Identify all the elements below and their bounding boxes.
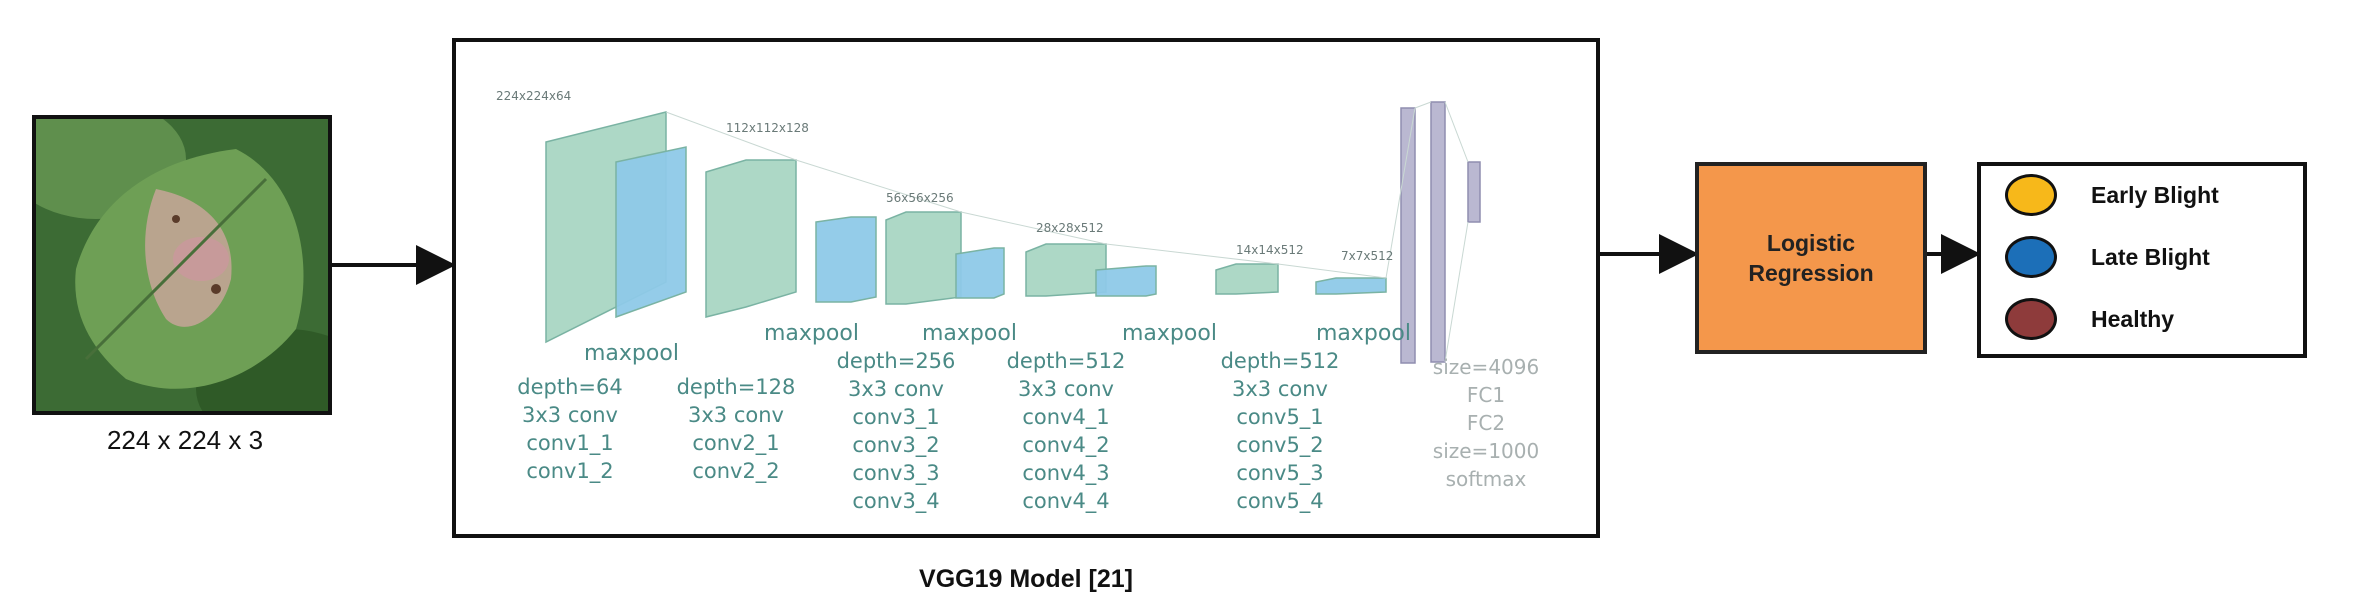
late-blight-dot xyxy=(2005,236,2057,278)
legend-label: Late Blight xyxy=(2091,243,2210,270)
svg-text:conv4_3: conv4_3 xyxy=(1022,461,1109,486)
logistic-regression-box: Logistic Regression xyxy=(1695,162,1927,354)
block4-labels: depth=512 3x3 conv conv4_1 conv4_2 conv4… xyxy=(1007,349,1126,514)
input-leaf-image xyxy=(32,115,332,415)
dim-label-3: 56x56x256 xyxy=(886,191,954,205)
block3-labels: depth=256 3x3 conv conv3_1 conv3_2 conv3… xyxy=(837,349,956,514)
conv4-layer-b xyxy=(1025,243,1107,297)
dim-label-5: 14x14x512 xyxy=(1236,243,1304,257)
block2-labels: depth=128 3x3 conv conv2_1 conv2_2 xyxy=(677,375,796,484)
svg-text:conv3_4: conv3_4 xyxy=(852,489,939,514)
svg-text:conv4_2: conv4_2 xyxy=(1022,433,1109,458)
svg-text:conv2_2: conv2_2 xyxy=(692,459,779,484)
softmax-layer xyxy=(1467,161,1481,223)
svg-text:conv4_1: conv4_1 xyxy=(1022,405,1109,430)
svg-text:size=4096: size=4096 xyxy=(1433,355,1539,379)
maxpool-label-3: maxpool xyxy=(922,321,1017,346)
svg-text:3x3 conv: 3x3 conv xyxy=(522,403,618,427)
maxpool-label-1: maxpool xyxy=(584,341,679,366)
dim-label-4: 28x28x512 xyxy=(1036,221,1104,235)
svg-text:depth=512: depth=512 xyxy=(1221,349,1340,373)
svg-text:conv5_1: conv5_1 xyxy=(1236,405,1323,430)
conv5-layer-b xyxy=(1215,263,1279,295)
block5-labels: depth=512 3x3 conv conv5_1 conv5_2 conv5… xyxy=(1221,349,1340,514)
fc2-layer xyxy=(1430,101,1446,363)
svg-text:3x3 conv: 3x3 conv xyxy=(848,377,944,401)
svg-text:softmax: softmax xyxy=(1446,467,1527,491)
svg-text:conv1_2: conv1_2 xyxy=(526,459,613,484)
conv3-layer-b xyxy=(885,211,962,305)
svg-text:conv3_2: conv3_2 xyxy=(852,433,939,458)
pool5-layer xyxy=(1315,277,1387,295)
conv5-layer-a xyxy=(1095,265,1157,297)
vgg19-architecture: 224x224x64 112x112x128 56x56x256 28x28x5… xyxy=(496,89,1539,514)
svg-text:size=1000: size=1000 xyxy=(1433,439,1539,463)
svg-text:3x3 conv: 3x3 conv xyxy=(1018,377,1114,401)
logistic-regression-label: Logistic Regression xyxy=(1748,230,1874,286)
legend-item-early-blight: Early Blight xyxy=(1981,170,2303,220)
vgg19-caption: VGG19 Model [21] xyxy=(919,565,1133,593)
svg-text:FC2: FC2 xyxy=(1467,411,1505,435)
svg-text:conv5_3: conv5_3 xyxy=(1236,461,1323,486)
legend-item-late-blight: Late Blight xyxy=(1981,232,2303,282)
layer-connectors xyxy=(665,101,1469,363)
conv4-layer-a xyxy=(955,247,1005,299)
svg-text:conv5_2: conv5_2 xyxy=(1236,433,1323,458)
maxpool-label-5: maxpool xyxy=(1316,321,1411,346)
svg-text:conv3_1: conv3_1 xyxy=(852,405,939,430)
svg-text:depth=128: depth=128 xyxy=(677,375,796,399)
svg-text:depth=512: depth=512 xyxy=(1007,349,1126,373)
svg-text:FC1: FC1 xyxy=(1467,383,1505,407)
early-blight-dot xyxy=(2005,174,2057,216)
maxpool-label-4: maxpool xyxy=(1122,321,1217,346)
dim-label-1: 224x224x64 xyxy=(496,89,571,103)
svg-text:conv4_4: conv4_4 xyxy=(1022,489,1109,514)
dim-label-2: 112x112x128 xyxy=(726,121,809,135)
svg-text:3x3 conv: 3x3 conv xyxy=(688,403,784,427)
conv3-layer-a xyxy=(815,216,877,303)
legend-item-healthy: Healthy xyxy=(1981,294,2303,344)
svg-text:depth=256: depth=256 xyxy=(837,349,956,373)
svg-text:conv5_4: conv5_4 xyxy=(1236,489,1323,514)
svg-text:conv1_1: conv1_1 xyxy=(526,431,613,456)
conv1-layer-b xyxy=(615,146,687,319)
svg-text:depth=64: depth=64 xyxy=(517,375,622,399)
svg-text:3x3 conv: 3x3 conv xyxy=(1232,377,1328,401)
vgg19-model-box: 224x224x64 112x112x128 56x56x256 28x28x5… xyxy=(452,38,1600,538)
conv2-layer-a xyxy=(705,159,797,318)
dim-label-6: 7x7x512 xyxy=(1341,249,1393,263)
maxpool-label-2: maxpool xyxy=(764,321,859,346)
svg-text:conv2_1: conv2_1 xyxy=(692,431,779,456)
legend-label: Early Blight xyxy=(2091,181,2219,208)
legend-label: Healthy xyxy=(2091,305,2175,332)
block1-labels: depth=64 3x3 conv conv1_1 conv1_2 xyxy=(517,375,622,484)
svg-text:conv3_3: conv3_3 xyxy=(852,461,939,486)
output-classes-legend: Early Blight Late Blight Healthy xyxy=(1977,162,2307,358)
input-size-label: 224 x 224 x 3 xyxy=(106,425,264,455)
healthy-dot xyxy=(2005,298,2057,340)
fc-labels: size=4096 FC1 FC2 size=1000 softmax xyxy=(1433,355,1539,491)
